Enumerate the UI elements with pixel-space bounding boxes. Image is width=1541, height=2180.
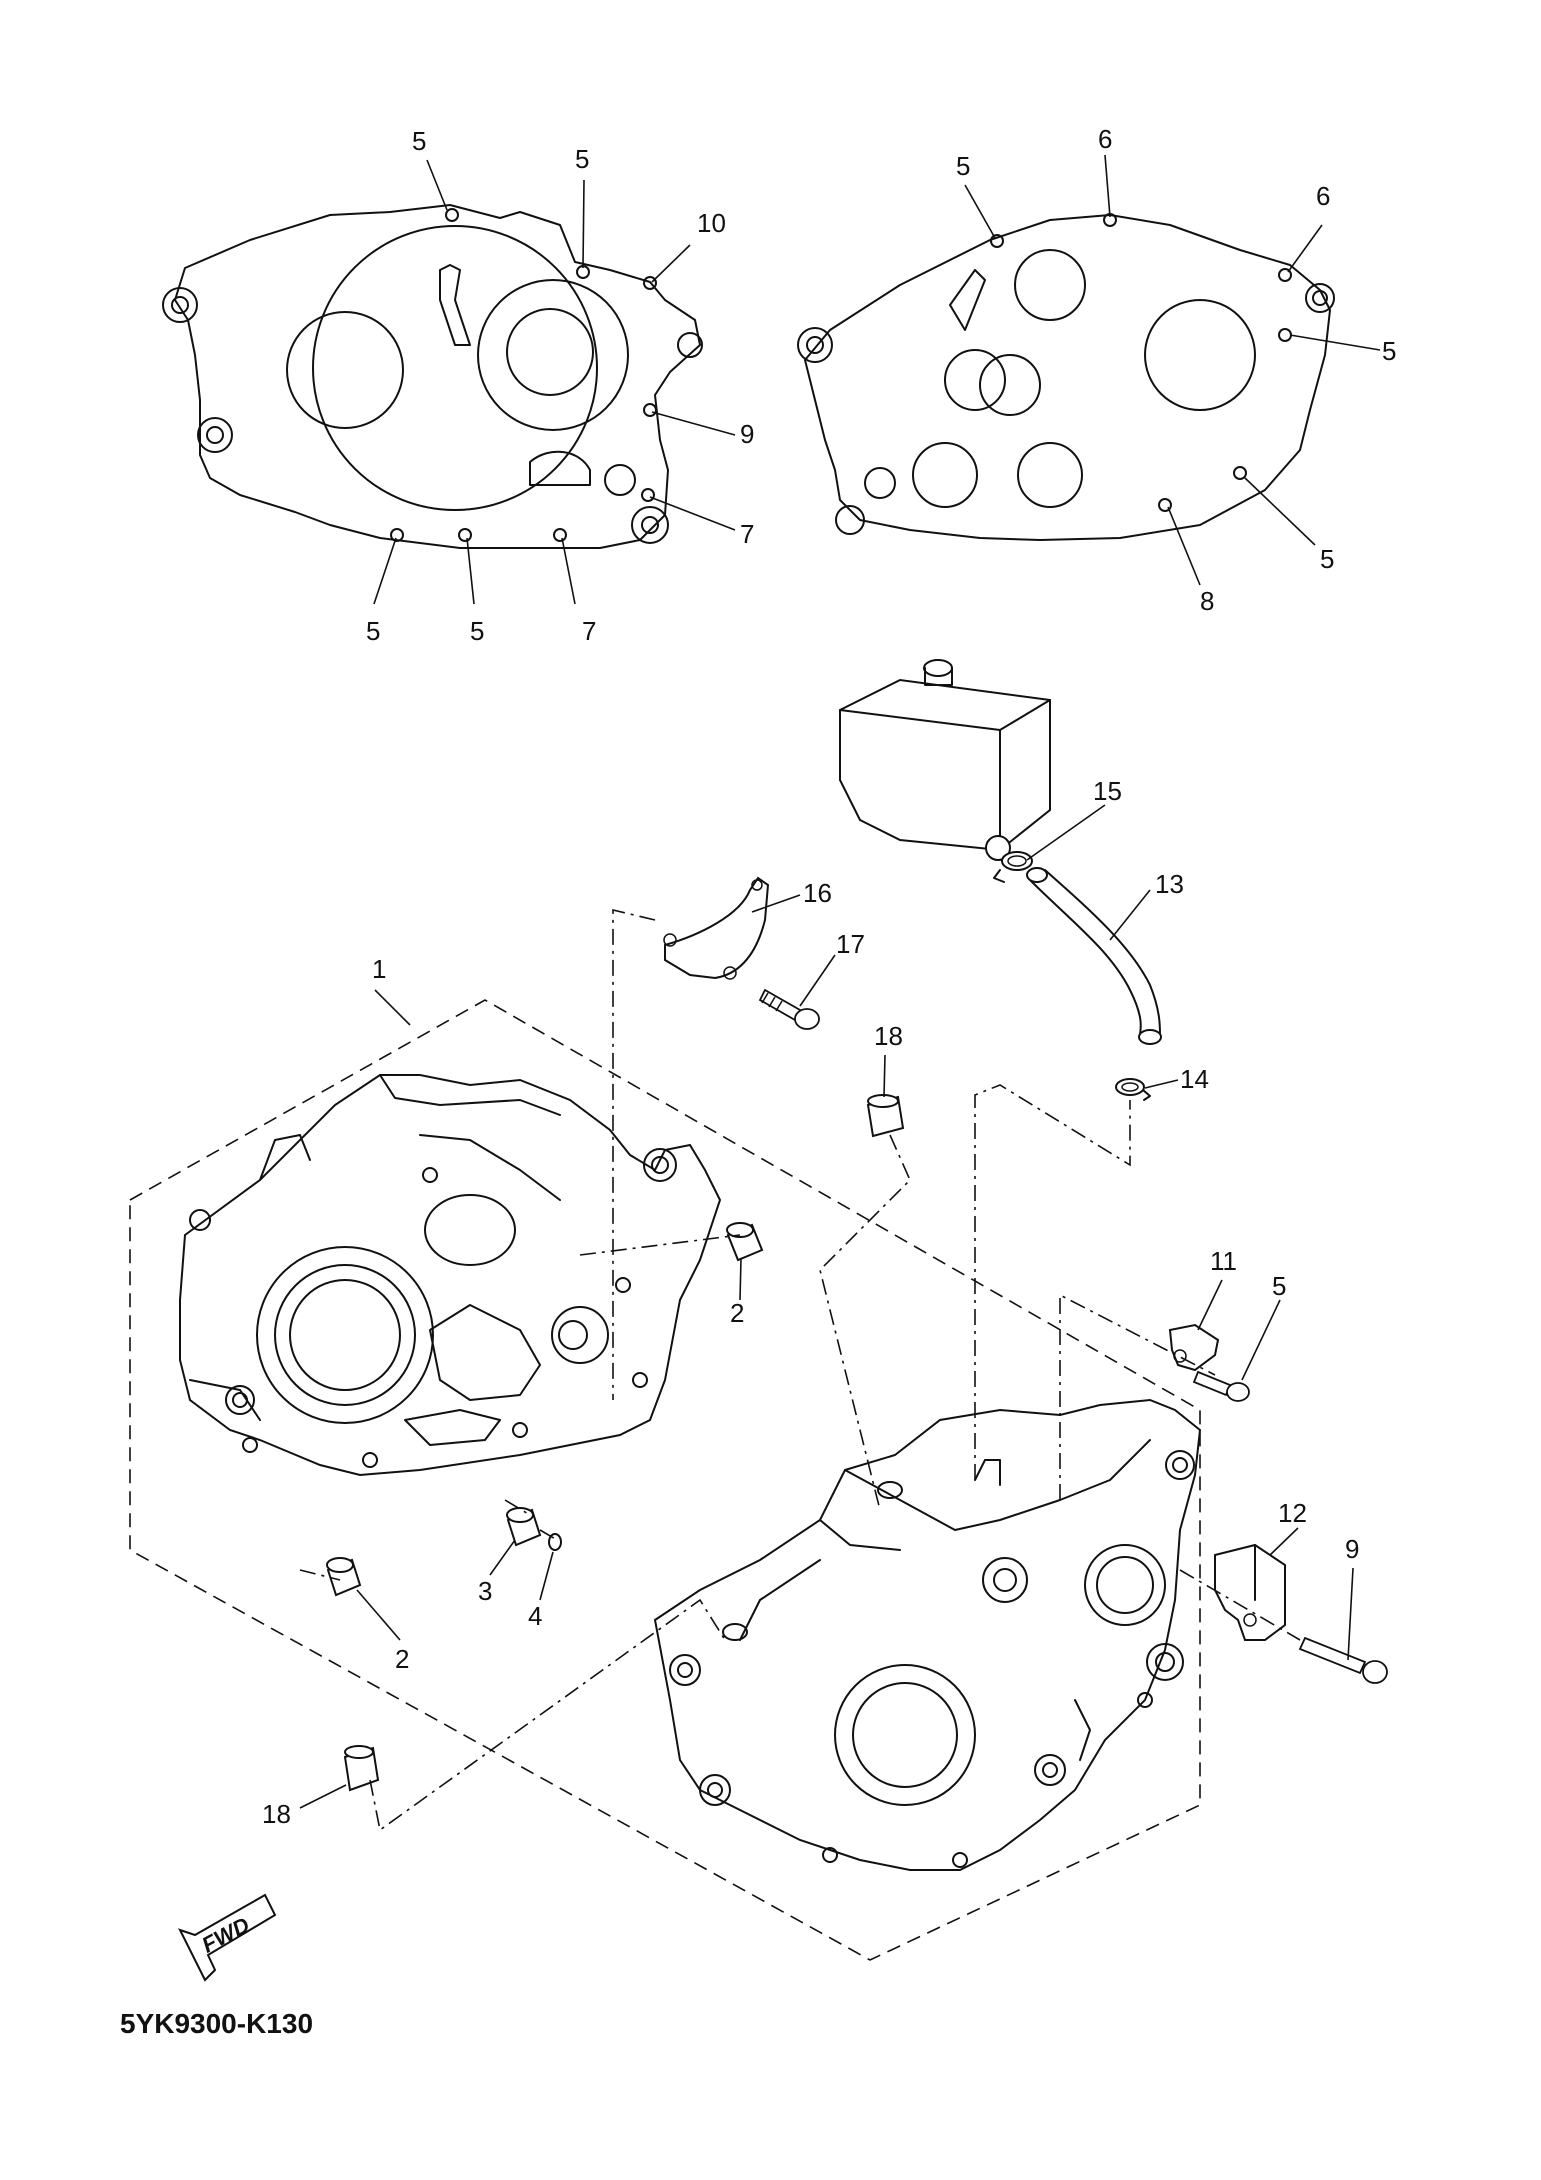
callout-12: 12 [1278,1498,1307,1528]
callout-14: 14 [1180,1064,1209,1094]
callout-15: 15 [1093,776,1122,806]
callout-5: 5 [470,616,484,646]
callout-16: 16 [803,878,832,908]
callout-13: 13 [1155,869,1184,899]
bracket-11 [1168,1323,1220,1372]
bolt-5-bracket [1192,1370,1250,1402]
callout-5: 5 [366,616,380,646]
callout-7: 7 [740,519,754,549]
callout-18: 18 [262,1799,291,1829]
assembly-outline-1 [129,999,1201,1961]
callout-5: 5 [575,144,589,174]
callout-3: 3 [478,1576,492,1606]
callout-2: 2 [395,1644,409,1674]
callout-4: 4 [528,1601,542,1631]
callout-1: 1 [372,954,386,984]
callout-17: 17 [836,929,865,959]
diagram-reference-code: 5YK9300-K130 [120,2008,314,2039]
callout-2: 2 [730,1298,744,1328]
callout-5: 5 [956,151,970,181]
dowel-18-upper [866,1094,905,1138]
dowel-3 [506,1507,542,1547]
callout-8: 8 [1200,586,1214,616]
bracket-12 [1214,1543,1286,1641]
callout-18: 18 [874,1021,903,1051]
callout-6: 6 [1316,181,1330,211]
crankcase-right-half [653,1398,1202,1871]
gasket-left [162,204,703,549]
dowel-18-lower [343,1745,380,1792]
callout-9: 9 [1345,1534,1359,1564]
hose-clamp-14 [1115,1078,1151,1101]
callout-6: 6 [1098,124,1112,154]
hose-clamp-15 [993,851,1033,883]
dowel-2-upper [726,1222,764,1262]
callout-5: 5 [1382,336,1396,366]
callout-9: 9 [740,419,754,449]
forward-arrow: FWD [178,1893,277,1982]
callout-5: 5 [1272,1271,1286,1301]
gasket-right [797,213,1335,541]
bolt-17 [758,988,820,1030]
callout-7: 7 [582,616,596,646]
installation-lines [299,908,1301,1832]
bolt-9-bracket [1298,1636,1388,1684]
breather-hose-13 [1026,867,1162,1045]
callout-numbers: 5 5 10 9 7 5 5 7 5 6 6 5 5 8 15 13 14 16… [262,124,1396,1829]
oil-reservoir [839,659,1051,861]
callout-5: 5 [1320,544,1334,574]
callout-5: 5 [412,126,426,156]
crankcase-left-half [179,1074,722,1477]
plate-16 [663,876,770,980]
leader-lines [299,154,1381,1809]
callout-10: 10 [697,208,726,238]
o-ring-4 [548,1533,562,1551]
callout-11: 11 [1210,1246,1237,1276]
dowel-2-lower [326,1557,362,1597]
